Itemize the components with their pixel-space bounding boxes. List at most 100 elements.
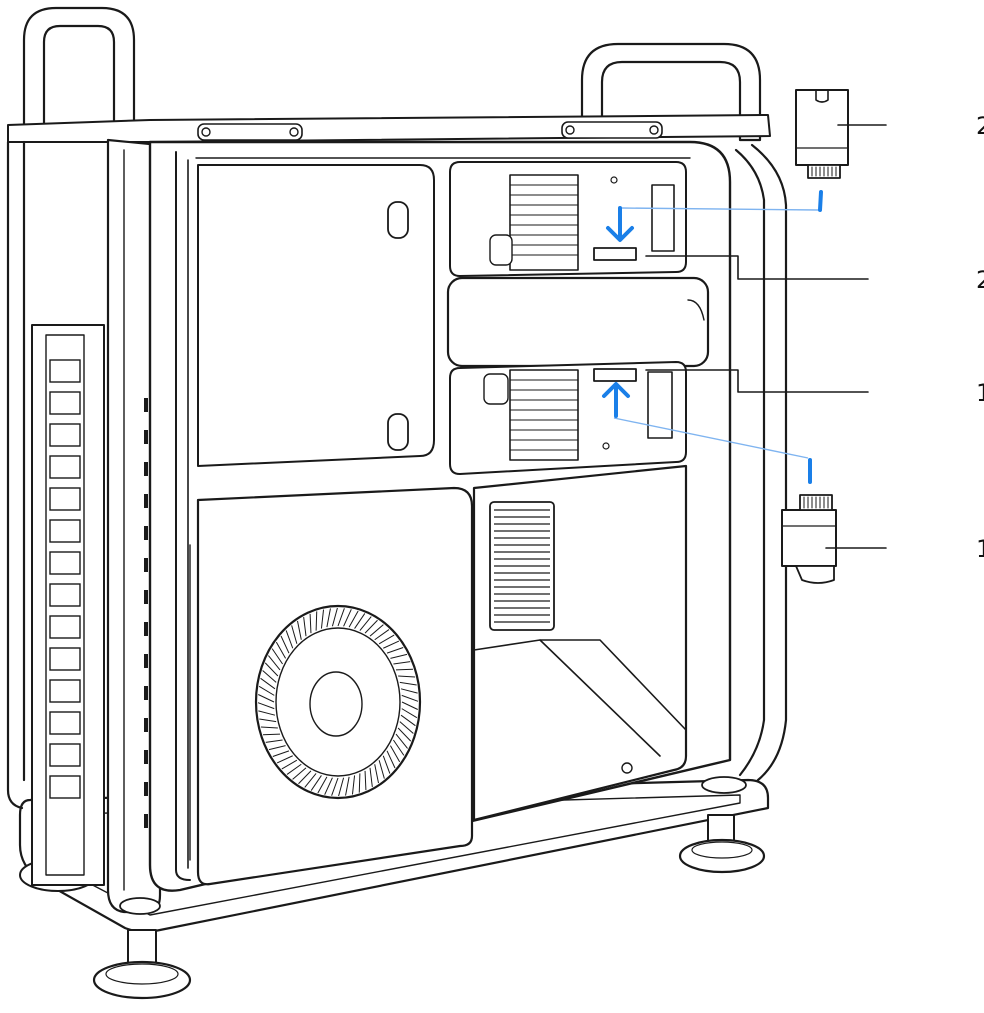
fan-blade <box>400 714 416 727</box>
slot-notch <box>144 558 148 572</box>
fan-blade <box>390 653 408 659</box>
fan-blade <box>260 677 276 690</box>
fan-blade <box>275 641 287 659</box>
slot-notch <box>144 718 148 732</box>
fan-blade <box>291 625 298 644</box>
slot-tab <box>49 679 81 703</box>
fan-blade <box>298 770 312 785</box>
fan-blade <box>257 702 275 710</box>
fan-blade <box>281 759 298 770</box>
slot-tabs <box>49 359 148 828</box>
slot-notch <box>144 494 148 508</box>
fan-blade <box>345 776 350 796</box>
fan-blade <box>364 770 367 791</box>
insertion-guides <box>613 190 823 484</box>
fan-blade <box>268 745 286 751</box>
insert-arrow-down-icon <box>606 206 634 242</box>
fan-blade <box>292 767 307 780</box>
fan-blade <box>369 767 373 787</box>
fan-blade <box>378 634 395 645</box>
fan-blade <box>331 607 338 627</box>
fan-blade <box>401 694 419 702</box>
fan-blade <box>393 661 411 665</box>
fan-blade <box>348 610 359 628</box>
slot-tab <box>49 423 81 447</box>
fan-blade <box>258 710 276 716</box>
slot-notch <box>144 750 148 764</box>
slot-notch <box>144 782 148 796</box>
fan-blade <box>369 624 384 637</box>
insert-arrow-up-icon <box>602 382 630 418</box>
slot-tab <box>49 519 81 543</box>
module-2-card <box>795 89 849 179</box>
fan-blade <box>324 777 333 795</box>
slot-tab <box>49 711 81 735</box>
slot-tab <box>49 487 81 511</box>
slot-tab <box>49 551 81 575</box>
fan-blade <box>351 775 356 795</box>
slot-tab <box>49 743 81 767</box>
fan-blade <box>262 670 277 683</box>
fan-blade <box>395 668 413 671</box>
upper-socket-bay <box>449 161 687 277</box>
label-module-2: وحدة 2 <box>976 112 984 140</box>
fan-blade <box>401 708 418 719</box>
callout-leaders <box>645 124 887 549</box>
slot-notch <box>144 398 148 412</box>
fan-blade <box>397 727 412 742</box>
fan-blade <box>354 613 366 629</box>
fan-blade <box>310 775 322 791</box>
label-socket-2: مقبس 2 <box>976 266 984 294</box>
label-socket-1: مقبس 1 <box>976 379 984 407</box>
fan-blade <box>303 617 307 637</box>
fan-blade <box>374 629 390 641</box>
fan-blade <box>297 620 302 640</box>
fan-blade <box>359 616 372 631</box>
fan-blade <box>317 776 328 794</box>
lower-right-panel <box>472 464 688 822</box>
fan-blade <box>276 755 293 764</box>
slot-notch <box>144 622 148 636</box>
slot-notch <box>144 654 148 668</box>
fan-blade <box>286 763 302 775</box>
module-1-card <box>781 494 837 584</box>
fan-blade <box>258 685 275 696</box>
fan-blade <box>399 721 414 734</box>
fan-blade <box>399 681 417 686</box>
fan-blade <box>364 619 378 634</box>
fan-blade <box>268 655 281 671</box>
top-rail <box>7 114 771 143</box>
fan-blade <box>358 773 361 793</box>
slot-notch <box>144 526 148 540</box>
fan-blade <box>285 630 294 649</box>
fan-blade <box>272 750 290 757</box>
foot-back-right <box>678 814 766 874</box>
fan-blade <box>320 609 325 629</box>
fan-blade <box>264 662 279 677</box>
fan-blade <box>386 750 396 769</box>
fan-blade <box>398 675 416 678</box>
handle-left <box>22 6 136 137</box>
fan-blade <box>383 640 400 649</box>
fan-blade <box>337 608 345 627</box>
fan-blade <box>315 611 318 631</box>
lower-socket-bay <box>449 361 687 475</box>
slot-tab <box>49 455 81 479</box>
fan-blade <box>265 739 283 743</box>
slot-notch <box>144 686 148 700</box>
slot-tab <box>49 583 81 607</box>
fan-blade <box>338 777 345 797</box>
fan-blade <box>326 608 331 628</box>
slot-notch <box>144 430 148 444</box>
fan-blade <box>304 773 317 788</box>
foot-front-left <box>92 929 192 1000</box>
fan-blade <box>374 764 379 784</box>
fan-blade <box>309 613 312 634</box>
fan-icon <box>254 604 422 800</box>
fan-blade <box>260 726 278 729</box>
fan-blade <box>378 760 385 779</box>
fan-blade <box>331 777 339 796</box>
fan-blade <box>280 635 290 654</box>
slot-tab <box>49 359 81 383</box>
fan-blade <box>259 718 277 723</box>
